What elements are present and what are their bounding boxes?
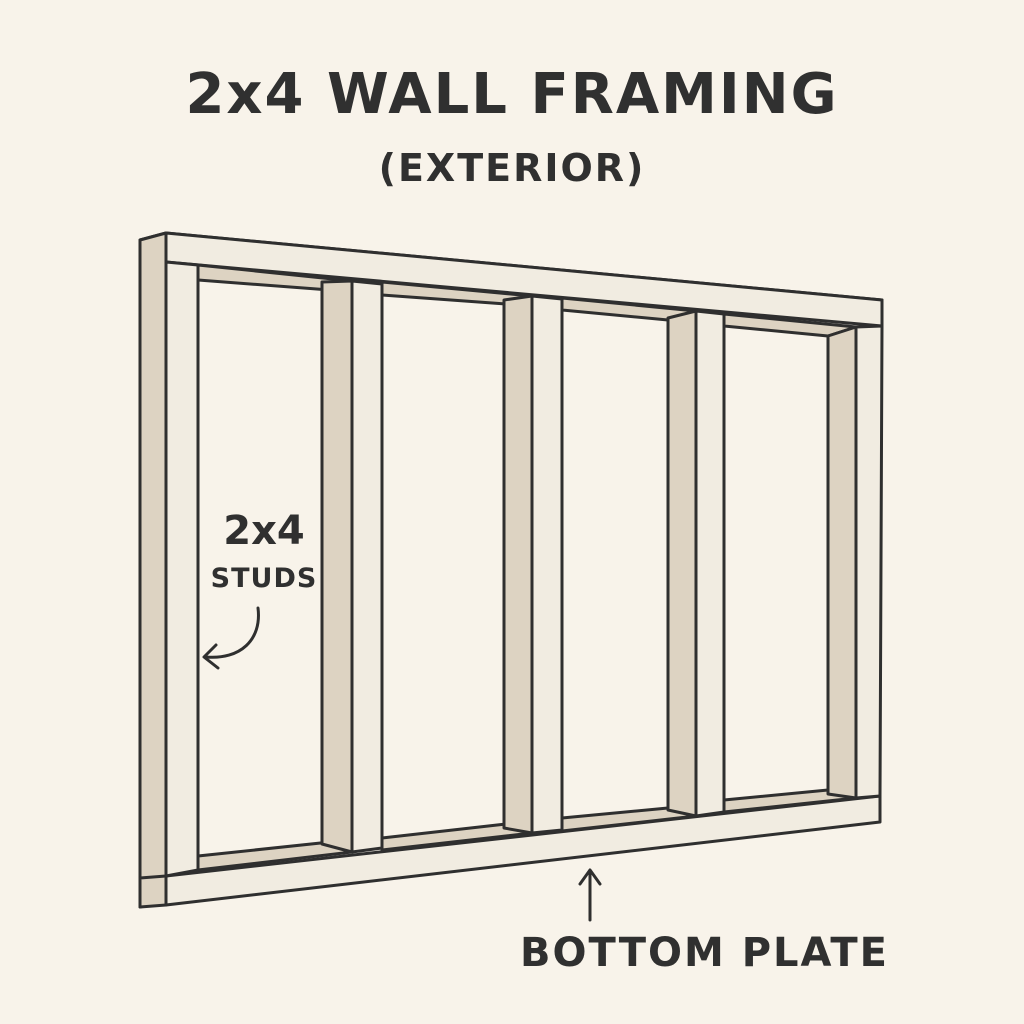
studs-callout-arrow (204, 606, 260, 659)
diagram-title: 2x4 WALL FRAMING (185, 62, 839, 127)
bottom-plate-arrowhead (578, 868, 602, 886)
stud-4-side (666, 309, 698, 818)
stud-5 (854, 324, 884, 800)
stud-2 (350, 279, 384, 854)
stud-3-side (502, 294, 534, 835)
stud-3 (530, 294, 564, 835)
stud-1 (164, 260, 200, 878)
bottom-plate-end (138, 874, 168, 909)
bottom-plate-label: BOTTOM PLATE (520, 930, 889, 976)
diagram-subtitle: (EXTERIOR) (378, 146, 646, 190)
left-end-stud-side (138, 231, 168, 909)
stud-4 (694, 309, 726, 818)
studs-callout-label: STUDS (210, 563, 318, 594)
stud-5-side (826, 325, 858, 800)
studs-callout-size: 2x4 (223, 508, 305, 554)
studs-callout-arrowhead (202, 643, 220, 670)
